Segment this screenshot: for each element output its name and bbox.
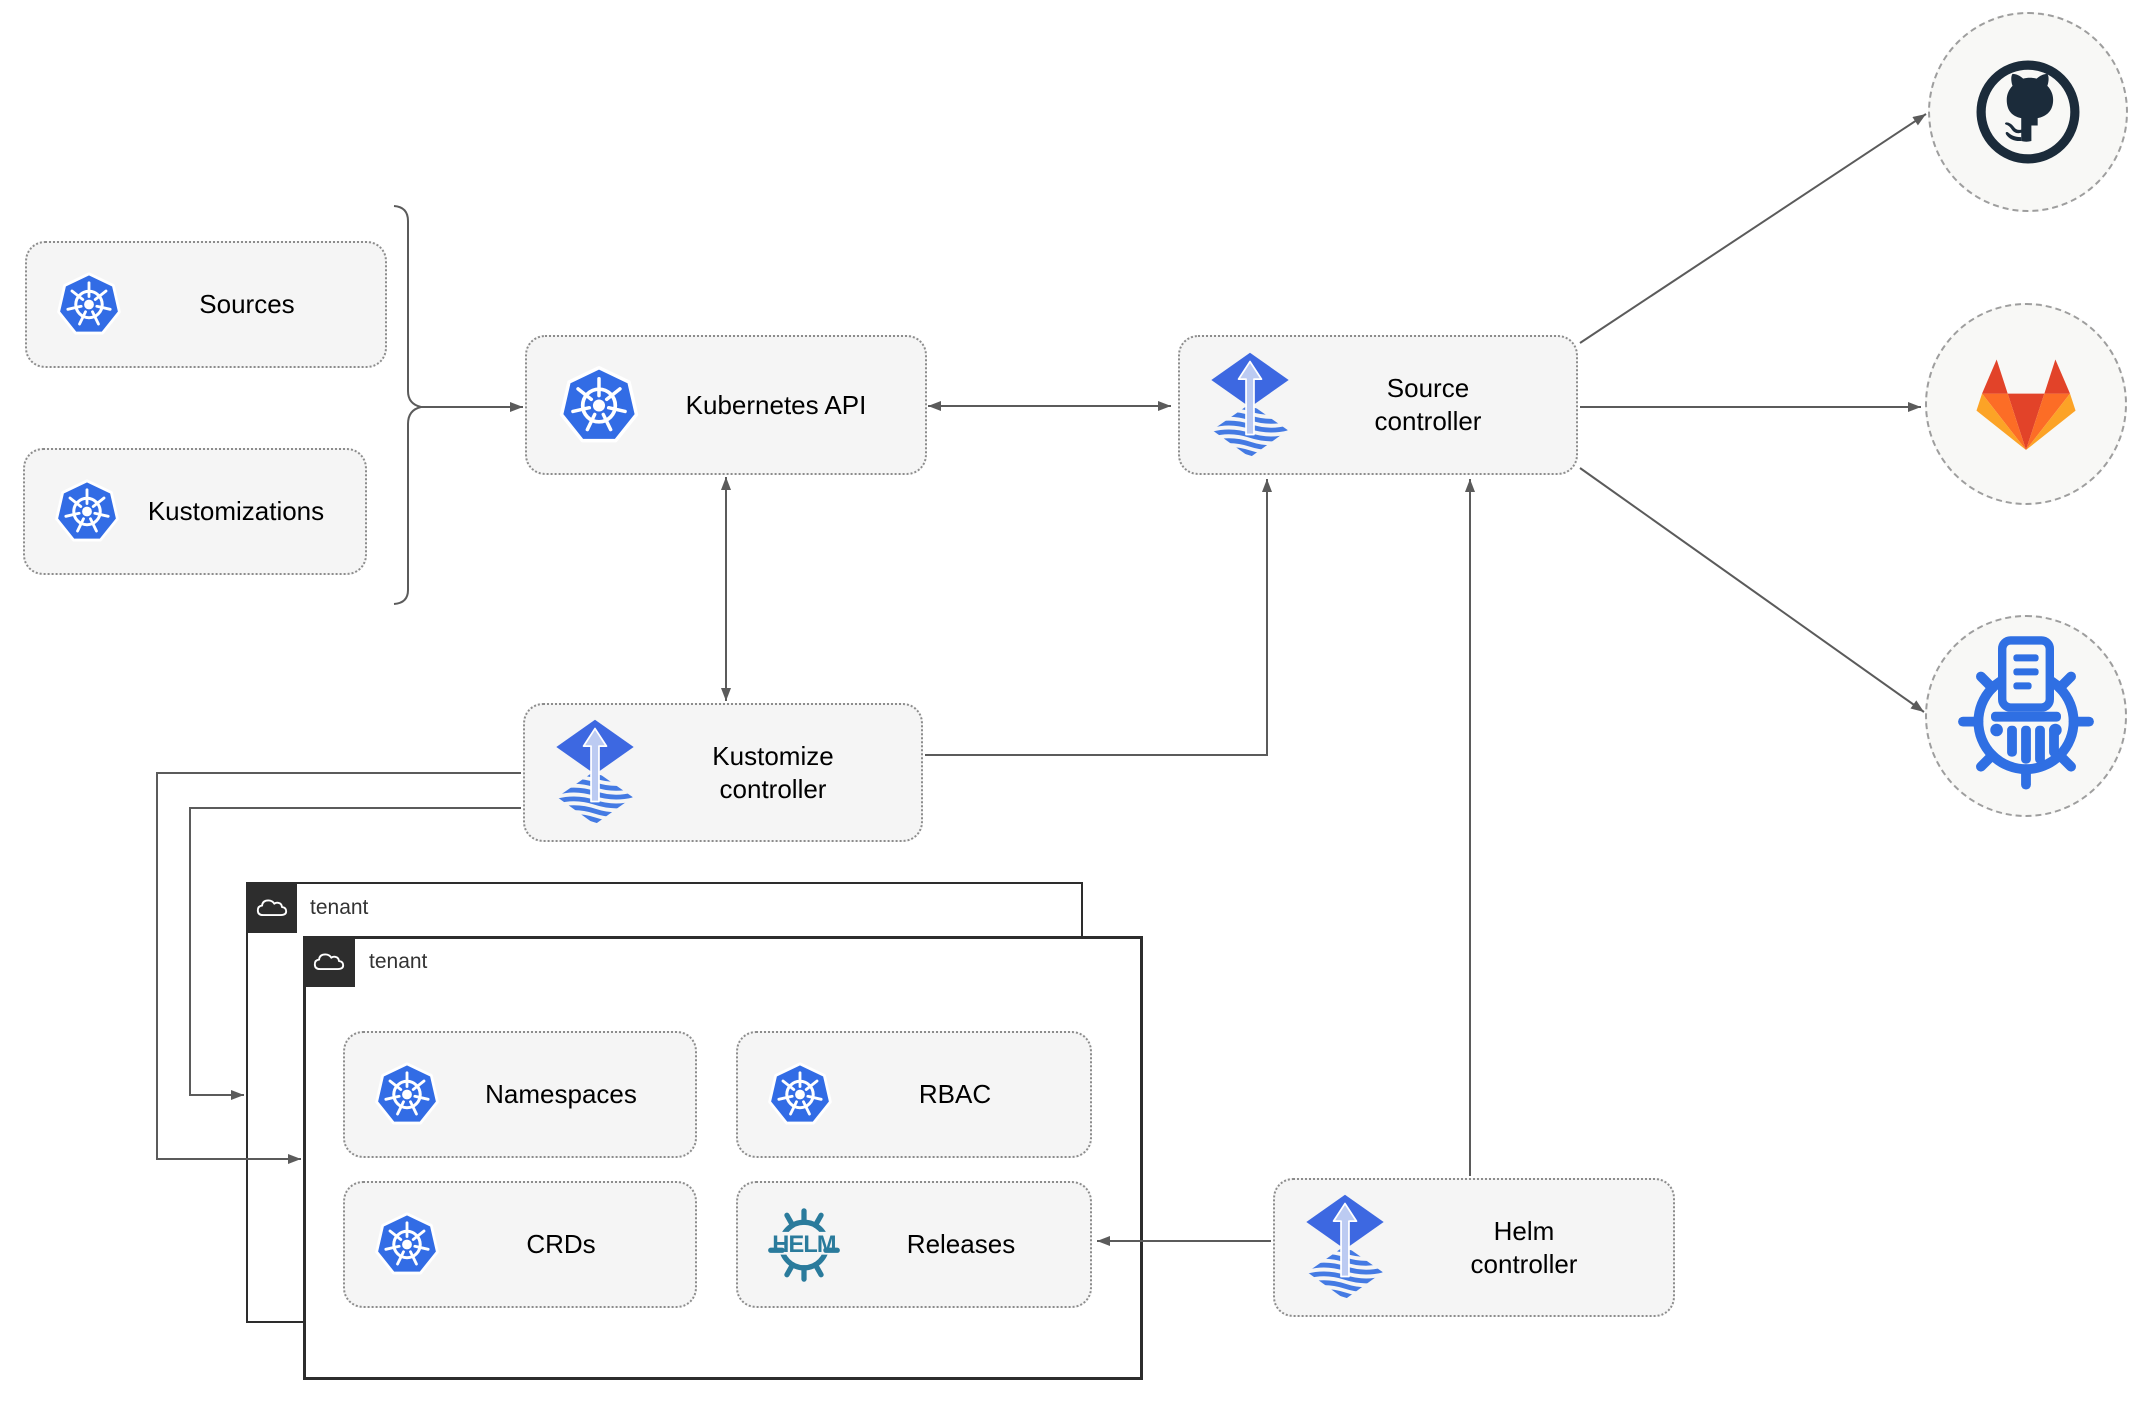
cloud-icon [255,895,289,920]
tenant-inner-tag [303,936,355,987]
github-icon [1970,54,2086,170]
source-controller-label-line2: controller [1374,406,1482,436]
crds-node: CRDs [343,1181,697,1308]
kustomize-controller-node: Kustomize controller [523,703,923,842]
helm-controller-label: Helm controller [1389,1215,1673,1281]
github-provider-circle [1928,12,2128,212]
kubernetes-icon [557,363,641,448]
crds-label: CRDs [526,1229,596,1259]
helm-controller-node: Helm controller [1273,1178,1675,1317]
tenant-inner-box: tenant Namespaces RBAC CRDs [303,936,1143,1380]
kustomize-controller-label-line1: Kustomize [712,740,834,771]
kustomizations-node: Kustomizations [23,448,367,575]
arrow-source-controller-to-chart-repository [1579,467,1925,713]
tenant-outer-tag [246,882,297,933]
releases-node: HELM Releases [736,1181,1092,1308]
tenant-inner-label: tenant [369,949,428,973]
namespaces-label: Namespaces [485,1079,637,1109]
kubernetes-icon [55,270,123,339]
namespaces-node: Namespaces [343,1031,697,1158]
kubernetes-icon [766,1060,834,1129]
chartmuseum-icon [1942,632,2110,800]
helm-controller-label-line1: Helm [1493,1215,1555,1246]
releases-label: Releases [906,1229,1016,1259]
tenant-outer-label: tenant [310,895,369,919]
arrow-kustomize-to-source-controller [925,479,1272,756]
kustomize-controller-label: Kustomize controller [639,740,921,806]
kubernetes-icon [373,1060,441,1129]
rbac-node: RBAC [736,1031,1092,1158]
gitlab-provider-circle [1925,303,2127,505]
source-controller-label: Source controller [1294,372,1576,438]
kubernetes-icon [53,477,121,546]
sources-node: Sources [25,241,387,368]
flux-icon [551,718,639,827]
grouping-brace [393,205,422,605]
source-controller-node: Source controller [1178,335,1578,475]
helm-controller-label-line2: controller [1470,1248,1578,1279]
kubernetes-api-node: Kubernetes API [525,335,927,475]
source-controller-label-line1: Source [1386,373,1470,403]
chart-repository-provider-circle [1925,615,2127,817]
rbac-label: RBAC [918,1079,992,1109]
kustomizations-label: Kustomizations [147,496,325,526]
cloud-icon [312,949,346,974]
flux-icon [1206,351,1294,460]
flux-icon [1301,1193,1389,1302]
helm-wheel-icon: HELM [766,1207,842,1282]
gitlab-icon [1976,358,2076,450]
helm-wordmark-text: HELM [772,1232,836,1258]
kustomize-controller-label-line2: controller [719,773,827,804]
kubernetes-api-label: Kubernetes API [685,389,867,420]
kubernetes-icon [373,1210,441,1279]
sources-label: Sources [199,289,295,319]
arrow-source-controller-to-github [1579,113,1927,344]
